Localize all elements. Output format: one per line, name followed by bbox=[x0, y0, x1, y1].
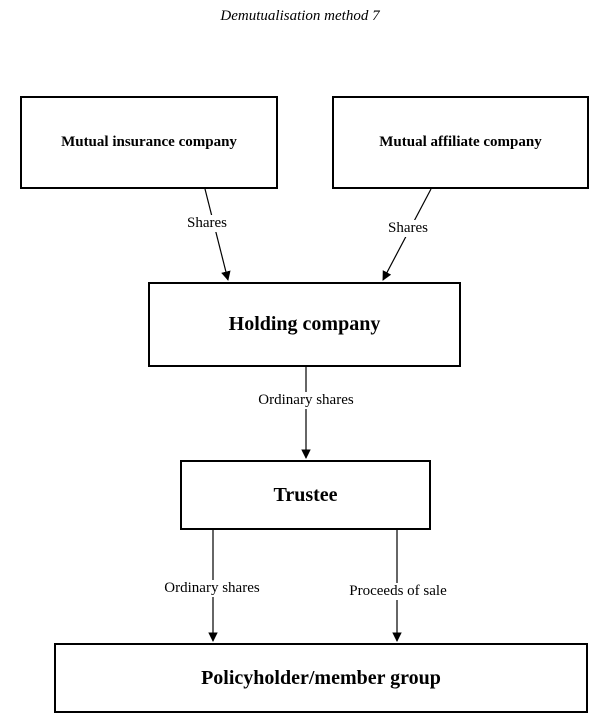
node-policyholder-member-group: Policyholder/member group bbox=[54, 643, 588, 713]
node-holding-company: Holding company bbox=[148, 282, 461, 367]
edge-label-shares-right: Shares bbox=[386, 220, 430, 237]
diagram-title: Demutualisation method 7 bbox=[220, 8, 380, 24]
node-mutual-insurance-company-label: Mutual insurance company bbox=[61, 134, 237, 150]
node-trustee-label: Trustee bbox=[273, 483, 338, 506]
node-holding-company-label: Holding company bbox=[228, 313, 381, 335]
edge-label-trustee-proceeds-of-sale: Proceeds of sale bbox=[347, 583, 449, 600]
node-policyholder-member-group-label: Policyholder/member group bbox=[201, 666, 441, 689]
node-mutual-affiliate-company-label: Mutual affiliate company bbox=[379, 134, 542, 150]
node-mutual-affiliate-company: Mutual affiliate company bbox=[332, 96, 589, 189]
edge-label-holding-to-trustee: Ordinary shares bbox=[256, 392, 356, 409]
node-mutual-insurance-company: Mutual insurance company bbox=[20, 96, 278, 189]
node-trustee: Trustee bbox=[180, 460, 431, 530]
edge-label-shares-left: Shares bbox=[185, 215, 229, 232]
arrow-mutual-insurance-to-holding bbox=[204, 188, 231, 281]
edge-label-trustee-ordinary-shares: Ordinary shares bbox=[162, 580, 262, 597]
